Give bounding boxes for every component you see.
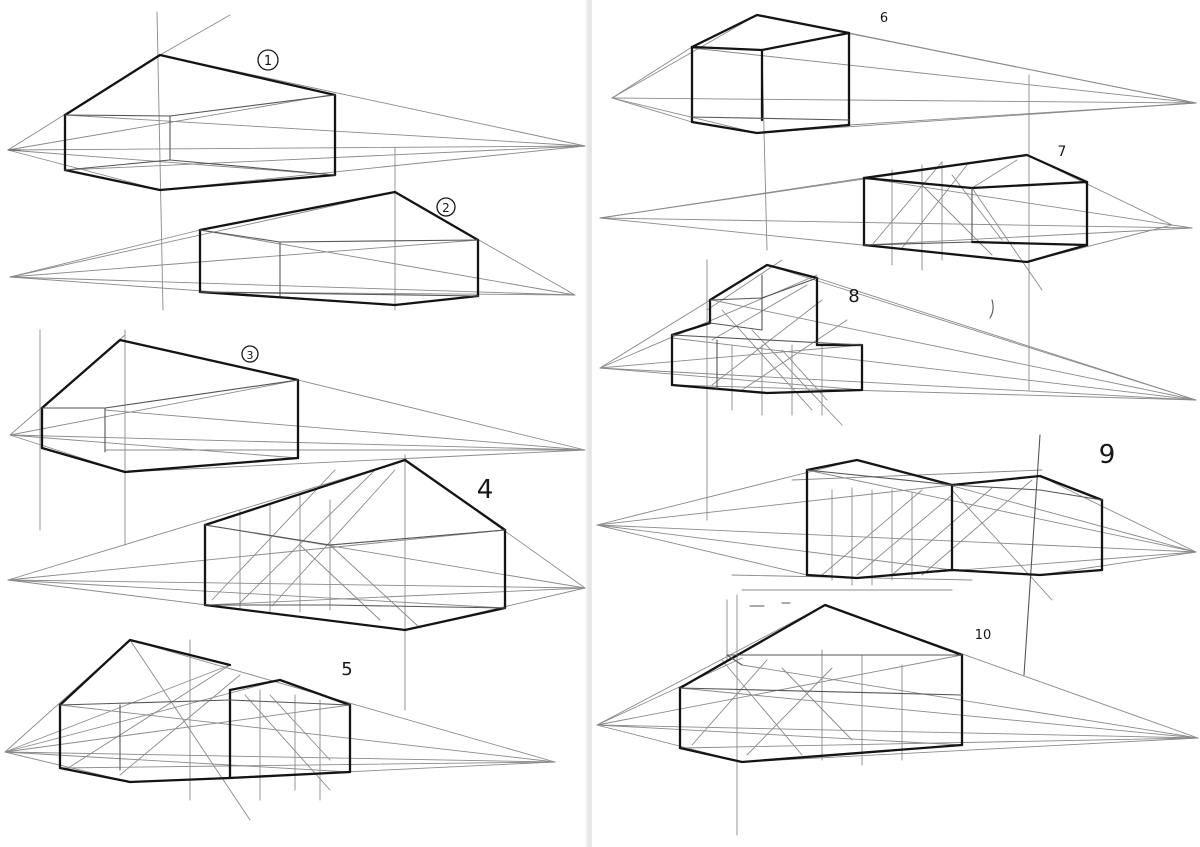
right-labels: 6 7 8 9 10 (848, 11, 1115, 643)
right-sheet: 6 7 8 9 10 (592, 0, 1200, 847)
sketch-label-8: 8 (848, 286, 859, 307)
label-circle-3 (241, 345, 259, 363)
sketch-4 (7, 454, 586, 711)
sketch-1 (7, 11, 586, 311)
sketch-5 (4, 638, 556, 821)
sketch-label-1: 1 (264, 54, 272, 69)
sketch-label-9: 9 (1099, 440, 1116, 470)
page-gutter (586, 0, 594, 847)
label-circle-1 (257, 49, 279, 71)
sketch-8 (599, 259, 1197, 521)
label-circle-2 (436, 197, 456, 217)
left-sheet-drawing: 1 2 3 4 5 (4, 11, 586, 821)
sketch-9 (596, 434, 1197, 676)
sketch-label-3: 3 (247, 349, 254, 362)
sketch-label-2: 2 (442, 201, 450, 215)
left-labels: 1 2 3 4 5 (241, 49, 494, 680)
sketch-3 (9, 329, 586, 546)
right-sheet-drawing: 6 7 8 9 10 (596, 11, 1199, 836)
sketch-label-7: 7 (1058, 144, 1067, 160)
left-sheet: 1 2 3 4 5 (0, 0, 588, 847)
sketch-2 (9, 147, 576, 311)
sketch-label-6: 6 (880, 11, 888, 26)
sketch-10 (596, 594, 1199, 836)
sketch-6 (611, 13, 1197, 391)
sketch-label-4: 4 (477, 475, 494, 505)
sketch-7 (599, 153, 1193, 291)
sketch-label-5: 5 (341, 659, 352, 680)
sketch-label-10: 10 (975, 628, 992, 643)
